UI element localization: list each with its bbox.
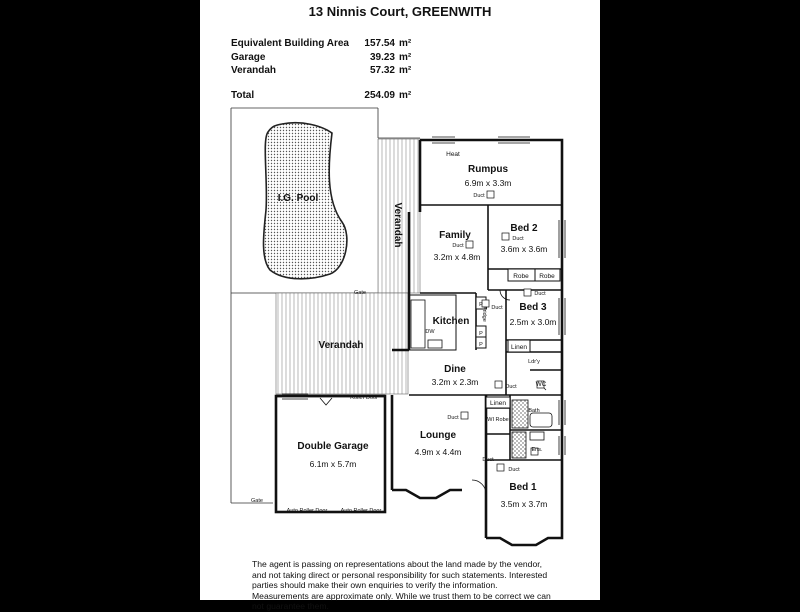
room-name-garage: Double Garage — [297, 441, 369, 452]
pantry-label: P — [479, 302, 483, 308]
room-name-verandah-main: Verandah — [318, 340, 363, 351]
pantry-label: P — [479, 331, 483, 337]
vanity — [529, 431, 545, 441]
room-name-family: Family — [439, 230, 471, 241]
ensuite-label: Ens. — [531, 447, 542, 453]
duct-label: Duct — [508, 467, 520, 473]
linen-label: Linen — [511, 344, 527, 351]
property-title: 13 Ninnis Court, GREENWITH — [308, 4, 492, 19]
dishwasher-label: DW — [425, 329, 435, 335]
linen-label: Linen — [490, 400, 506, 407]
kitchen-bench — [408, 294, 457, 351]
room-dims-garage: 6.1m x 5.7m — [310, 459, 357, 469]
duct-label: Duct — [447, 415, 459, 421]
windows — [282, 136, 566, 455]
wc-label: WC — [536, 381, 547, 388]
room-dims-family: 3.2m x 4.8m — [434, 252, 481, 262]
pool-outline — [262, 121, 348, 280]
room-dims-bed3: 2.5m x 3.0m — [510, 317, 557, 327]
room-name-pool: I.G. Pool — [278, 193, 319, 204]
duct-label: Duct — [482, 457, 494, 463]
duct-label: Duct — [473, 193, 485, 199]
linen-cupboard — [507, 339, 531, 353]
house-outer-walls — [390, 138, 564, 547]
roller-door-label: Roller Door — [350, 395, 378, 401]
room-name-verandah-side: Verandah — [392, 202, 403, 247]
main-verandah — [275, 292, 409, 395]
auto-roller-door-label-1: Auto Roller Door — [287, 508, 328, 514]
kitchen-sink-run — [410, 299, 426, 349]
duct-label: Duct — [534, 291, 546, 297]
bathtub — [529, 412, 553, 428]
duct-label: Duct — [505, 384, 517, 390]
robe-label: Robe — [513, 273, 529, 280]
room-name-bed1: Bed 1 — [509, 482, 537, 493]
room-dims-bed2: 3.6m x 3.6m — [501, 244, 548, 254]
heat-label: Heat — [446, 151, 460, 158]
duct-label: Duct — [512, 236, 524, 242]
side-verandah — [377, 138, 421, 294]
wi-robe-label: WI Robe — [487, 417, 508, 423]
room-dims-bed1: 3.5m x 3.7m — [501, 499, 548, 509]
bath-tiles — [511, 399, 529, 429]
room-name-bed2: Bed 2 — [510, 223, 538, 234]
ensuite-tiles — [511, 431, 527, 459]
room-name-lounge: Lounge — [420, 430, 457, 441]
room-dims-dine: 3.2m x 2.3m — [432, 377, 479, 387]
garage-walls — [274, 394, 387, 514]
pantry-box — [475, 336, 487, 349]
cooktop — [427, 339, 443, 349]
gate-label: Gate — [354, 290, 366, 296]
bath-label: Bath — [528, 408, 539, 414]
room-dims-lounge: 4.9m x 4.4m — [415, 447, 462, 457]
duct-label: Duct — [491, 305, 503, 311]
room-name-dine: Dine — [444, 364, 466, 375]
duct-symbols — [460, 190, 545, 472]
robe-label: Robe — [539, 273, 555, 280]
fridge-label: Fridge — [481, 306, 487, 322]
pantry-label: P — [479, 342, 483, 348]
robe-bed3 — [534, 268, 561, 282]
room-name-kitchen: Kitchen — [433, 316, 470, 327]
laundry-label: Ldr'y — [528, 359, 540, 365]
gate-label: Gate — [251, 498, 263, 504]
duct-label: Duct — [452, 243, 464, 249]
room-dims-rumpus: 6.9m x 3.3m — [465, 178, 512, 188]
room-name-rumpus: Rumpus — [468, 164, 508, 175]
room-name-bed3: Bed 3 — [519, 302, 547, 313]
auto-roller-door-label-2: Auto Roller Door — [341, 508, 382, 514]
linen-cupboard-2 — [485, 396, 511, 409]
